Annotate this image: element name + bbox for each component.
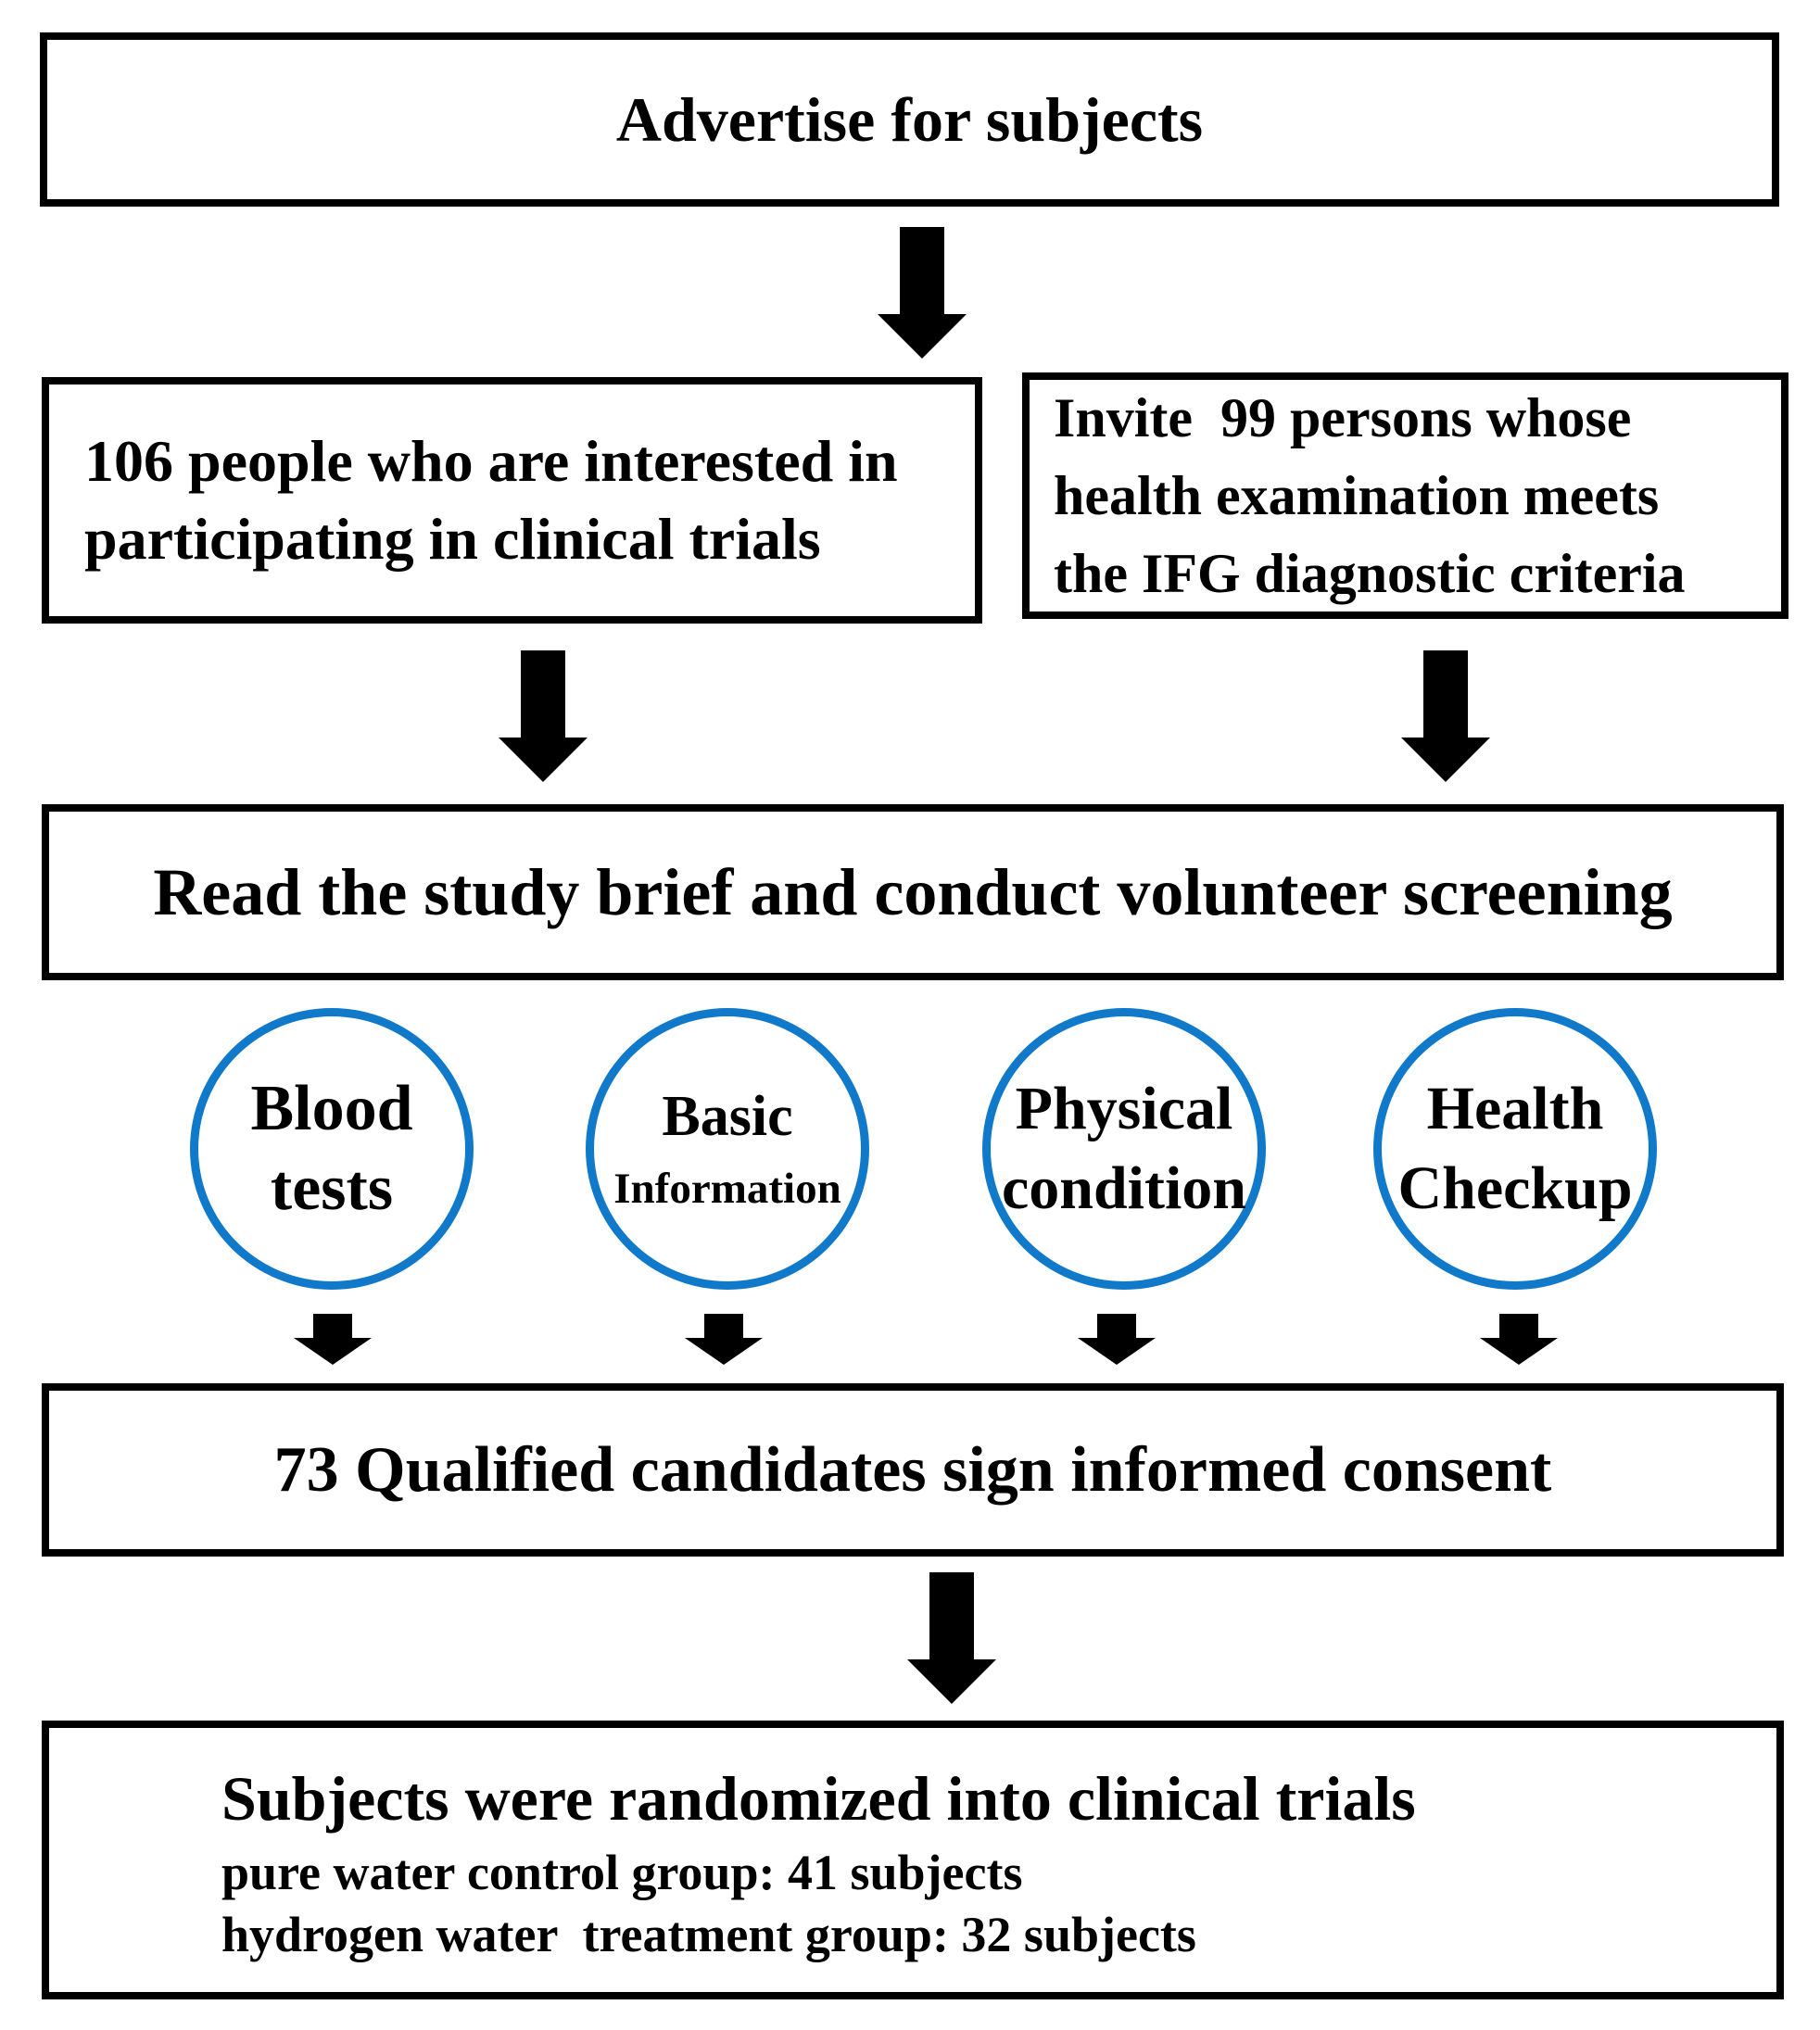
interested-line: 106 people who are interested in <box>84 428 898 494</box>
criteria-circle-blood-tests: Blood tests <box>190 1008 474 1290</box>
criteria-label: Physical <box>1015 1075 1233 1142</box>
criteria-label: Checkup <box>1397 1154 1633 1222</box>
invite-line: the IFG diagnostic criteria <box>1054 543 1686 604</box>
invite-persons-box: Invite 99 persons whose health examinati… <box>1022 372 1788 619</box>
down-arrow-icon <box>499 650 588 787</box>
consent-box: 73 Qualified candidates sign informed co… <box>42 1383 1784 1557</box>
down-arrow-icon <box>685 1314 763 1369</box>
criteria-label: Information <box>613 1165 841 1213</box>
criteria-label: Basic <box>662 1085 793 1148</box>
advertise-box: Advertise for subjects <box>40 32 1779 207</box>
interested-people-box: 106 people who are interested in partici… <box>42 377 982 624</box>
criteria-circle-health-checkup: Health Checkup <box>1373 1008 1657 1290</box>
randomization-title: Subjects were randomized into clinical t… <box>221 1762 1416 1834</box>
invite-line: Invite 99 persons whose <box>1054 387 1632 448</box>
down-arrow-icon <box>1078 1314 1156 1369</box>
randomization-line-treatment-group: hydrogen water treatment group: 32 subje… <box>221 1906 1196 1962</box>
down-arrow-icon <box>1401 650 1490 787</box>
consent-label: 73 Qualified candidates sign informed co… <box>273 1433 1552 1506</box>
criteria-label: condition <box>1001 1154 1247 1222</box>
interested-line: participating in clinical trials <box>84 506 821 572</box>
criteria-label: tests <box>270 1153 394 1224</box>
criteria-circle-physical-condition: Physical condition <box>982 1008 1266 1290</box>
invite-line: health examination meets <box>1054 465 1660 526</box>
down-arrow-icon <box>878 227 967 363</box>
advertise-label: Advertise for subjects <box>615 83 1204 155</box>
randomization-box: Subjects were randomized into clinical t… <box>42 1721 1784 1999</box>
criteria-circle-basic-information: Basic Information <box>586 1008 869 1290</box>
screening-box: Read the study brief and conduct volunte… <box>42 804 1784 980</box>
criteria-label: Blood <box>250 1073 413 1144</box>
down-arrow-icon <box>907 1572 996 1708</box>
randomization-line-control-group: pure water control group: 41 subjects <box>221 1844 1023 1900</box>
down-arrow-icon <box>294 1314 372 1369</box>
screening-label: Read the study brief and conduct volunte… <box>153 854 1673 929</box>
down-arrow-icon <box>1480 1314 1558 1369</box>
criteria-label: Health <box>1426 1075 1604 1142</box>
